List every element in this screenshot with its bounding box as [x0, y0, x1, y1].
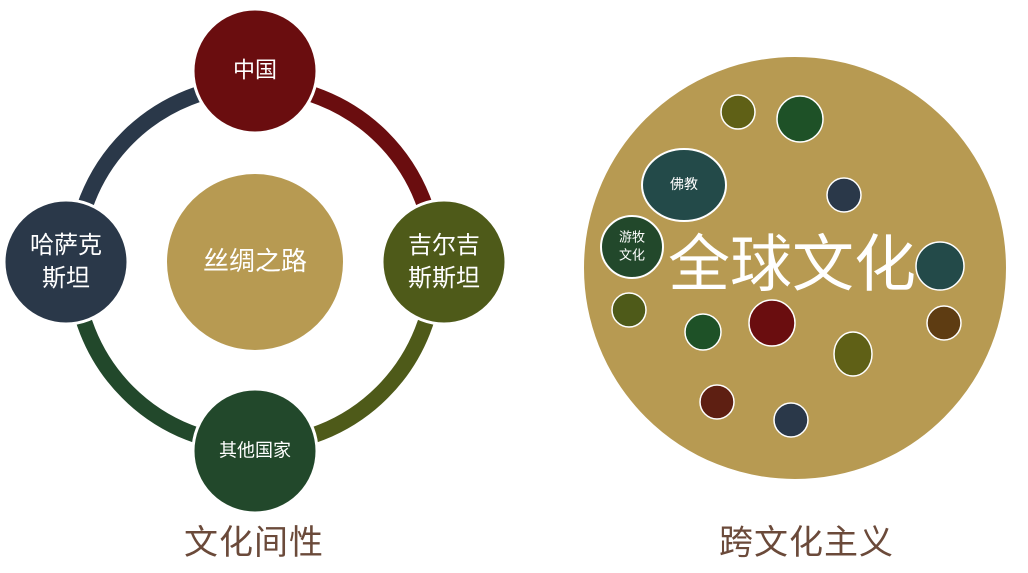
silk-road-label: 丝绸之路 [203, 247, 307, 277]
china-label: 中国 [233, 59, 277, 84]
culture-bubble [773, 402, 809, 438]
culture-bubble [699, 384, 735, 420]
kyrgyzstan-node [380, 198, 508, 326]
kyrgyzstan-label-line1: 吉尔吉 [408, 231, 480, 259]
kyrgyzstan-label-line2: 斯斯坦 [408, 264, 480, 292]
other-countries-node [191, 387, 319, 515]
intercultural-diagram: 丝绸之路 中国 吉尔吉 斯斯坦 其他国家 哈萨克 斯坦 [2, 7, 508, 515]
silk-road-center-circle [167, 174, 343, 350]
culture-bubble [720, 94, 756, 130]
other-countries-label: 其他国家 [219, 441, 291, 462]
nomad-culture-label-line2: 文化 [619, 249, 645, 264]
culture-bubble [833, 331, 873, 377]
transcultural-diagram: 全球文化 佛教 游牧 文化 [582, 55, 1008, 481]
buddhism-label: 佛教 [670, 177, 698, 193]
kazakhstan-label-line2: 斯坦 [42, 264, 90, 292]
culture-bubble [926, 305, 962, 341]
kazakhstan-label-line1: 哈萨克 [30, 231, 102, 259]
culture-bubble [776, 95, 824, 143]
culture-bubble [915, 241, 965, 291]
buddhism-bubble [641, 148, 727, 222]
transculturalism-caption: 跨文化主义 [719, 523, 894, 563]
culture-bubble [826, 177, 862, 213]
global-culture-label: 全球文化 [668, 228, 916, 301]
culture-bubble [611, 292, 647, 328]
kazakhstan-node [2, 198, 130, 326]
interculturality-caption: 文化间性 [184, 523, 324, 563]
china-node [191, 7, 319, 135]
nomad-culture-bubble [600, 215, 664, 279]
nomad-culture-label-line1: 游牧 [619, 231, 645, 246]
culture-bubble [748, 299, 796, 347]
culture-bubble [684, 313, 722, 351]
